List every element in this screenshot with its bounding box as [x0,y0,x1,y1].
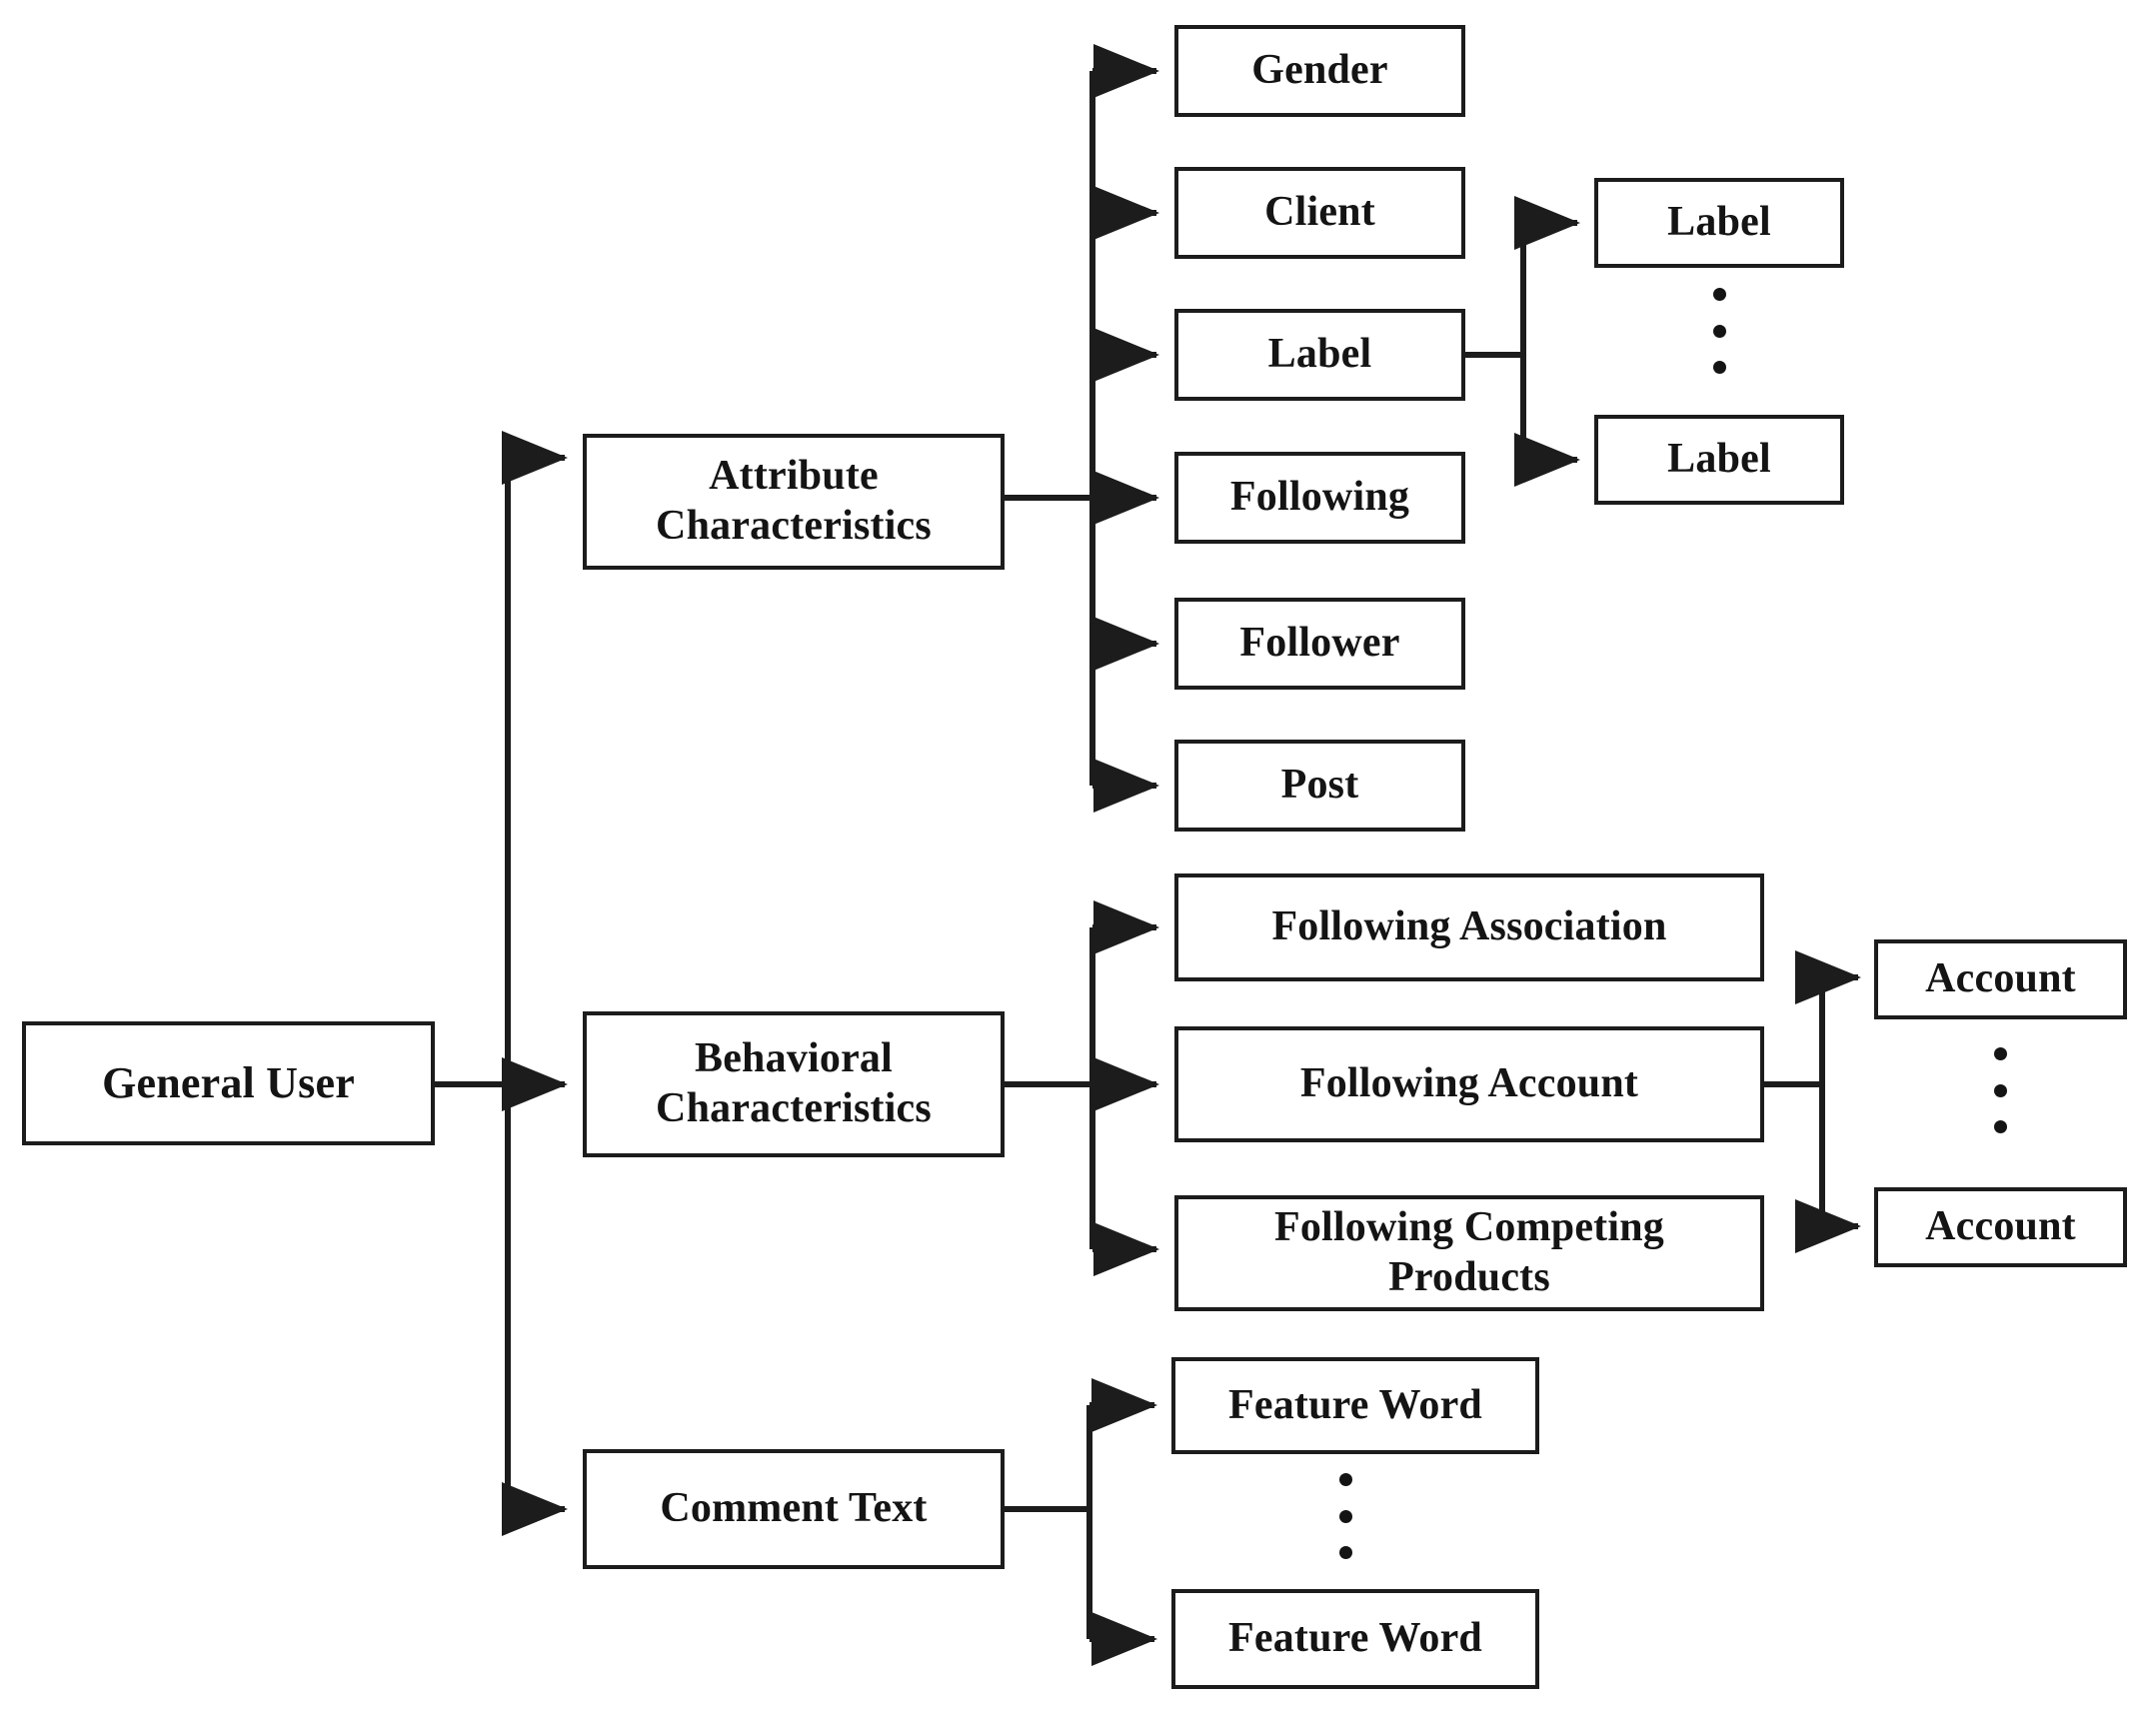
node-attr-post-label: Post [1280,762,1359,809]
node-behavioral-characteristics-label: Behavioral Characteristics [656,1035,932,1131]
node-feature-word-1[interactable]: Feature Word [1171,1357,1539,1454]
node-following-competing-products-label: Following Competing Products [1274,1204,1664,1300]
node-attr-follower[interactable]: Follower [1174,598,1465,690]
node-attr-post[interactable]: Post [1174,740,1465,832]
node-label-child-1[interactable]: Label [1594,178,1844,268]
node-attr-gender[interactable]: Gender [1174,25,1465,117]
ellipsis-dot [1712,324,1726,338]
node-attr-gender-label: Gender [1251,47,1388,94]
node-attr-following-label: Following [1229,474,1410,521]
ellipsis-dot [1993,1083,2007,1097]
node-account-child-1[interactable]: Account [1874,939,2127,1019]
node-following-association-label: Following Association [1271,903,1667,950]
node-attr-label-label: Label [1267,331,1372,378]
ellipsis-dot [1712,361,1726,374]
node-label-child-1-label: Label [1667,199,1771,246]
node-attr-client-label: Client [1264,189,1375,236]
ellipsis-dot [1993,1120,2007,1133]
node-label-child-2[interactable]: Label [1594,415,1844,505]
node-comment-text[interactable]: Comment Text [583,1449,1005,1569]
ellipsis-dot [1338,1509,1352,1523]
node-following-account-label: Following Account [1299,1060,1639,1107]
node-general-user[interactable]: General User [22,1021,435,1145]
node-feature-word-1-label: Feature Word [1228,1381,1482,1428]
node-following-account[interactable]: Following Account [1174,1026,1764,1142]
node-account-child-2[interactable]: Account [1874,1187,2127,1267]
node-attribute-characteristics-label: Attribute Characteristics [656,453,932,549]
node-following-competing-products[interactable]: Following Competing Products [1174,1195,1764,1311]
account-ellipsis [1993,1047,2007,1133]
ellipsis-dot [1338,1473,1352,1486]
ellipsis-dot [1338,1546,1352,1559]
node-general-user-label: General User [102,1058,355,1108]
node-attr-following[interactable]: Following [1174,452,1465,544]
ellipsis-dot [1712,288,1726,301]
node-label-child-2-label: Label [1667,436,1771,483]
node-feature-word-2-label: Feature Word [1228,1615,1482,1662]
label-ellipsis [1712,288,1726,374]
node-attr-follower-label: Follower [1239,620,1400,667]
node-attribute-characteristics[interactable]: Attribute Characteristics [583,434,1005,570]
feature-word-ellipsis [1338,1473,1352,1559]
ellipsis-dot [1993,1047,2007,1060]
node-account-child-1-label: Account [1925,955,2076,1002]
node-behavioral-characteristics[interactable]: Behavioral Characteristics [583,1011,1005,1157]
node-feature-word-2[interactable]: Feature Word [1171,1589,1539,1689]
node-comment-text-label: Comment Text [660,1485,928,1532]
node-attr-label[interactable]: Label [1174,309,1465,401]
node-attr-client[interactable]: Client [1174,167,1465,259]
node-following-association[interactable]: Following Association [1174,873,1764,981]
node-account-child-2-label: Account [1925,1203,2076,1250]
